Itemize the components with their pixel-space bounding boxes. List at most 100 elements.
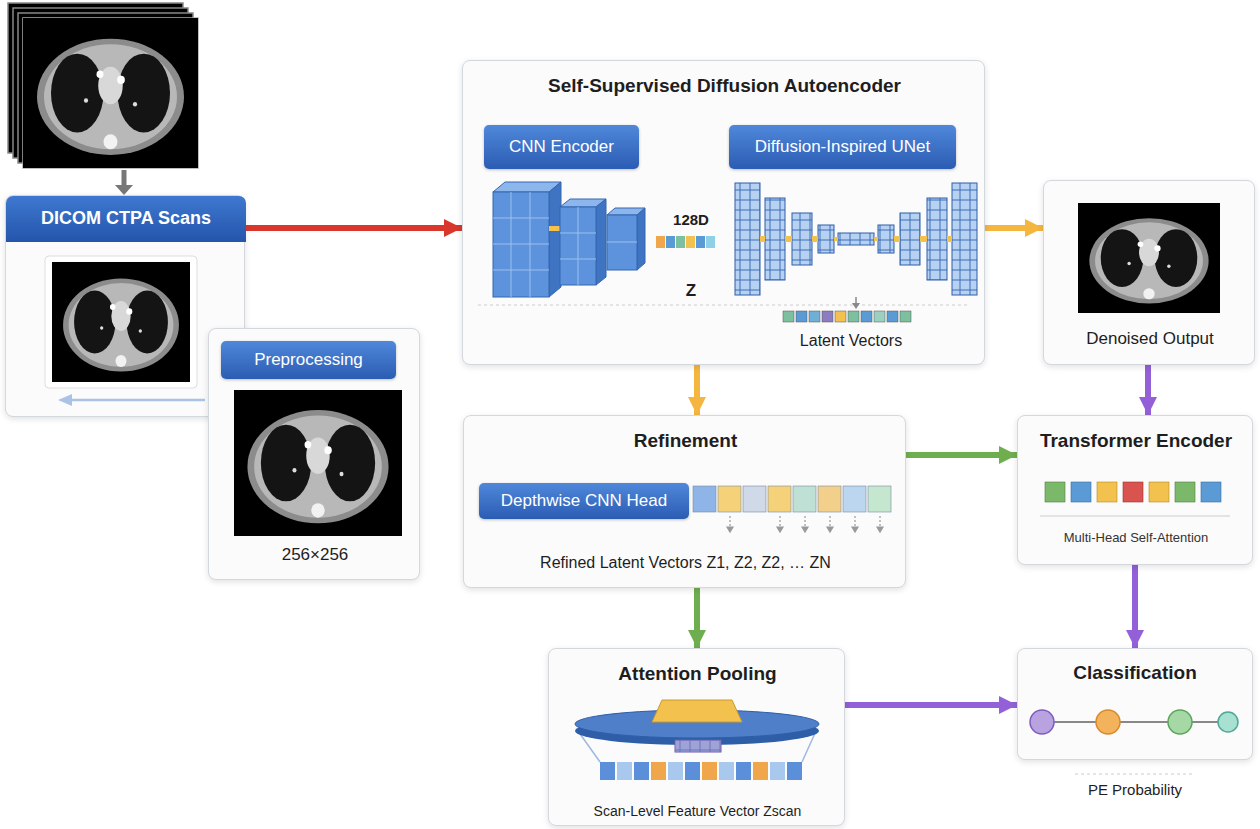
input-arrow: [115, 185, 133, 195]
latent-vector-row: [783, 311, 794, 322]
flow-arrow: [985, 225, 1043, 231]
cnn-encoder-blocks: [560, 207, 596, 285]
cnn-encoder-blocks: [549, 226, 560, 231]
classification-panel: ClassificationPE Probability: [1017, 648, 1253, 813]
classifier-layers: [1168, 710, 1192, 734]
latent-code-vector: [656, 236, 715, 248]
cnn-encoder-blocks: [493, 182, 645, 297]
unet-layers: [878, 225, 894, 253]
attention-pooling-figure: [578, 731, 600, 762]
refined-vector-row: [843, 486, 866, 512]
classifier-layers: [1030, 710, 1054, 734]
panel-title: Refinement: [464, 430, 907, 453]
classifier-layers: [1042, 721, 1228, 723]
back-arrow: [70, 399, 205, 402]
unet-layers: [792, 213, 812, 265]
panel-header: DICOM CTPA Scans: [6, 196, 246, 242]
unet-layers: [947, 236, 952, 242]
attention-pooling-figure: [675, 740, 721, 752]
latent-vector-row: [822, 311, 833, 322]
cnn-encoder-blocks: [560, 233, 596, 234]
flow-arrow: [694, 588, 700, 648]
cnn-encoder-blocks: [511, 192, 512, 297]
latent-vector-row: [809, 311, 820, 322]
attention-pooling-figure: [575, 710, 819, 738]
refinement-arrows: [854, 516, 855, 527]
latent-vector-row: [835, 311, 846, 322]
module-name: CNN Encoder: [484, 125, 639, 169]
denoised-image: [1078, 203, 1220, 313]
refinement-arrows: [827, 527, 833, 532]
latent-vector-row: [783, 311, 911, 322]
cnn-encoder-blocks: [607, 215, 637, 270]
back-arrow: [58, 394, 72, 406]
unet-layers: [952, 183, 977, 295]
divider-line: [478, 305, 970, 306]
token-row: [1123, 482, 1143, 502]
latent-code-vector: [706, 236, 715, 248]
ct-scan-stack: [23, 18, 198, 168]
unet-layers: [818, 225, 834, 253]
refinement-arrows: [802, 527, 808, 532]
cnn-encoder-blocks: [596, 199, 606, 285]
input-arrow: [122, 170, 127, 186]
classifier-layers: [1218, 712, 1238, 732]
module-name: Diffusion-Inspired UNet: [729, 125, 956, 169]
token-row: [1149, 482, 1169, 502]
denoised-image: [1078, 203, 1220, 313]
unet-layers: [785, 236, 792, 242]
attention-pooling-figure: [668, 762, 683, 780]
module-label: Diffusion-Inspired UNet: [729, 125, 956, 169]
latent-vector-row: [861, 311, 872, 322]
dimension-label: 128D: [656, 211, 726, 229]
transformer-panel: Transformer EncoderMulti-Head Self-Atten…: [1017, 415, 1253, 565]
step-label: Preprocessing: [221, 341, 396, 379]
panel-title: Transformer Encoder: [1018, 430, 1254, 453]
pooling-panel: Attention PoolingScan-Level Feature Vect…: [548, 648, 845, 826]
refinement-arrows: [804, 516, 805, 527]
ct-slice-image: [52, 262, 190, 382]
output-panel: Denoised Output: [1043, 180, 1255, 365]
refined-vector-row: [818, 486, 841, 512]
cnn-encoder-blocks: [560, 199, 606, 207]
attention-pooling-figure: [651, 762, 666, 780]
refined-vector-row: [693, 486, 716, 512]
ct-slice-image: [45, 256, 197, 388]
refined-vector-row: [718, 486, 741, 512]
attention-pooling-figure: [652, 700, 742, 722]
latent-code-vector: [656, 236, 665, 248]
attention-pooling-figure: [685, 762, 700, 780]
preprocessing-panel: Preprocessing 256×256: [208, 328, 420, 580]
latent-code-vector: [696, 236, 705, 248]
token-row: [1045, 482, 1065, 502]
flow-arrow: [245, 225, 462, 231]
refinement-panel: Depthwise CNN HeadRefinementRefined Late…: [463, 415, 906, 588]
latent-vector-row: [887, 311, 898, 322]
sublabel: Multi-Head Self-Attention: [1018, 530, 1254, 546]
vector-symbol: Z: [676, 281, 706, 301]
attention-pooling-figure: [575, 717, 819, 745]
refinement-arrows: [852, 527, 858, 532]
ct-slice-image: [45, 256, 197, 388]
refinement-arrows: [877, 527, 883, 532]
attention-pooling-figure: [617, 762, 632, 780]
preprocessed-image: [234, 390, 402, 536]
unet-layers: [920, 236, 927, 242]
ct-scan-stack: [18, 13, 193, 163]
size-label: 256×256: [209, 545, 421, 565]
attention-pooling-figure: [575, 700, 819, 780]
attention-pooling-figure: [802, 731, 816, 762]
attention-pooling-figure: [600, 762, 615, 780]
cnn-encoder-blocks: [607, 242, 637, 243]
cnn-encoder-blocks: [493, 192, 549, 297]
refinement-arrows: [779, 516, 780, 527]
refinement-arrows: [727, 516, 883, 532]
unet-layers: [735, 183, 760, 295]
ct-scan-stack: [8, 3, 183, 153]
token-row: [1071, 482, 1091, 502]
attention-pooling-figure: [753, 762, 768, 780]
latent-code-vector: [676, 236, 685, 248]
refinement-arrows: [879, 516, 880, 527]
